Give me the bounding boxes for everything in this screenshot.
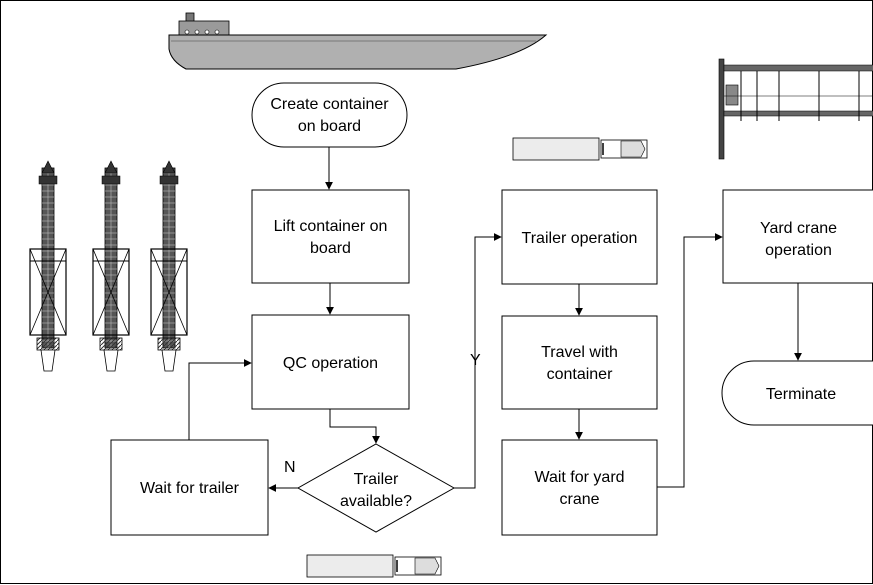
terminate-node <box>721 360 873 426</box>
quay-crane-icon <box>150 160 188 372</box>
wait-for-trailer-node <box>110 439 269 536</box>
create-container-label-2: on board <box>298 118 361 135</box>
wait-for-trailer-label: Wait for trailer <box>140 480 240 497</box>
create-container-node <box>251 82 408 148</box>
ship-icon <box>168 12 548 70</box>
wait-for-yard-crane-label-2: crane <box>559 491 599 508</box>
wait-for-yard-crane-node <box>501 439 658 536</box>
trailer-truck-icon <box>306 554 442 578</box>
qc-operation-label: QC operation <box>283 355 378 372</box>
edge-qc-to-decision <box>329 409 380 444</box>
travel-with-container-node <box>501 315 658 410</box>
edge-wait-trailer-to-qc <box>188 359 252 440</box>
quay-crane-icon <box>92 160 130 372</box>
yard-crane-icon <box>718 58 873 160</box>
trailer-operation-node <box>501 189 658 285</box>
wait-for-yard-crane-label-1: Wait for yard <box>534 469 624 486</box>
travel-with-container-label-2: container <box>547 366 613 383</box>
trailer-available-decision <box>296 443 456 533</box>
qc-operation-node <box>251 314 410 410</box>
edge-decision-yes <box>454 233 502 489</box>
terminate-label: Terminate <box>766 386 836 403</box>
trailer-available-label-2: available? <box>340 493 412 510</box>
trailer-available-label-1: Trailer <box>354 471 399 488</box>
edge-label-yes: Y <box>470 352 481 369</box>
lift-container-node <box>251 189 410 284</box>
yard-crane-operation-label-2: operation <box>765 242 832 259</box>
create-container-label-1: Create container <box>270 96 389 113</box>
quay-crane-icon <box>29 160 67 372</box>
edge-label-no: N <box>284 459 296 476</box>
trailer-truck-icon <box>512 137 648 161</box>
lift-container-label-1: Lift container on <box>274 218 388 235</box>
trailer-operation-label: Trailer operation <box>522 230 638 247</box>
edge-wait-yard-to-yard-crane <box>657 233 723 488</box>
lift-container-label-2: board <box>310 240 351 257</box>
yard-crane-operation-label-1: Yard crane <box>760 220 837 237</box>
travel-with-container-label-1: Travel with <box>541 344 618 361</box>
